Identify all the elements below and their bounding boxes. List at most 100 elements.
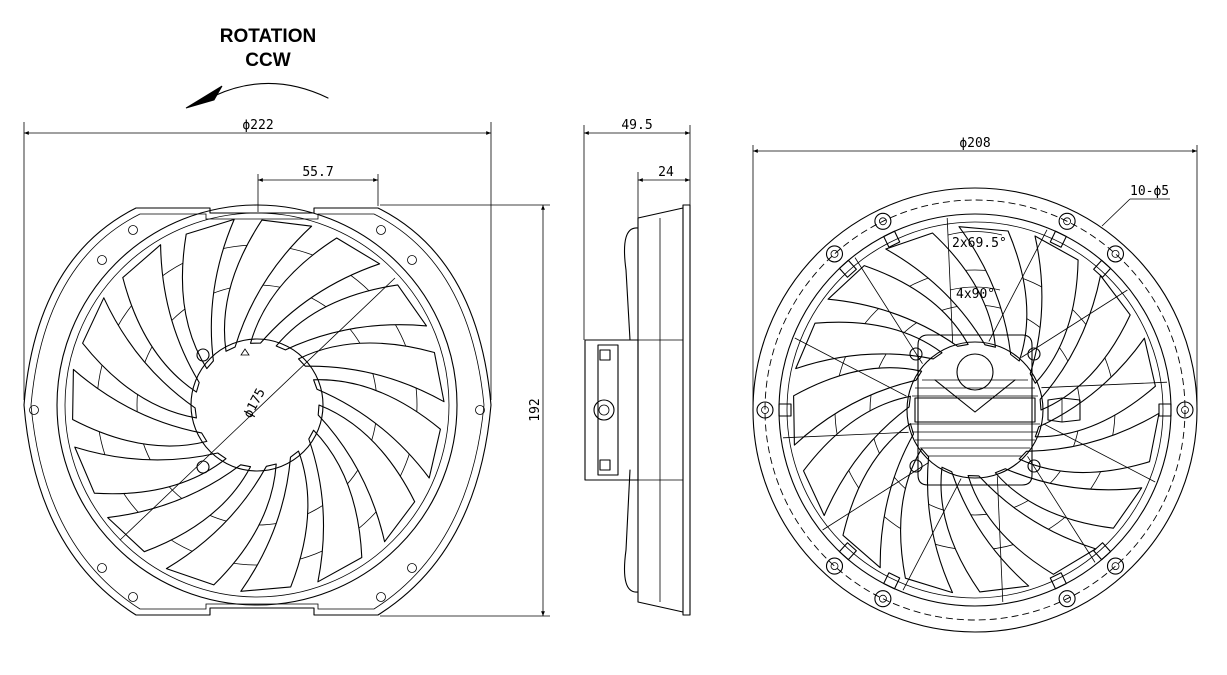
rotation-annotation: ROTATION CCW — [185, 26, 329, 109]
rear-guard-spoke — [902, 478, 962, 591]
angle-b-label: 4x90° — [956, 287, 995, 302]
rear-guard-spoke — [1043, 423, 1156, 483]
rear-blade — [900, 448, 954, 594]
rear-blade — [940, 466, 1030, 593]
side-view: 49.5 24 — [583, 118, 691, 616]
rear-guard-spoke — [782, 431, 909, 439]
front-blade — [72, 368, 208, 447]
rear-overall-diameter-label: ϕ208 — [959, 136, 990, 151]
rear-clip — [883, 572, 901, 590]
rear-bolt-circle — [764, 199, 1186, 621]
rear-clip — [1158, 403, 1172, 417]
front-blade — [240, 450, 309, 592]
rear-clip — [838, 259, 857, 278]
front-blade — [317, 404, 416, 543]
rear-blade — [958, 226, 1028, 362]
rear-guard-spoke — [854, 257, 923, 364]
rear-guard-spoke — [1041, 381, 1168, 389]
rotation-direction-label: CCW — [245, 50, 290, 71]
front-blade — [313, 379, 441, 479]
rear-blade — [795, 321, 943, 370]
rear-clip — [883, 230, 901, 248]
rear-guard-spoke — [988, 229, 1048, 342]
front-mounting-holes — [29, 225, 485, 602]
front-blade — [223, 219, 313, 352]
rear-motor-bolt-br — [1027, 459, 1041, 473]
rear-guard-spoke — [1027, 456, 1096, 563]
rear-mounting-hole — [879, 594, 887, 603]
rear-mounting-lug — [874, 212, 892, 230]
rear-blade — [994, 468, 1143, 529]
rear-guard-spokes — [782, 217, 1168, 603]
rear-clip — [1093, 542, 1112, 561]
rear-clip — [778, 403, 792, 417]
rear-motor-bolt-bl — [909, 459, 923, 473]
rear-mounting-lug — [756, 401, 774, 419]
front-blade — [297, 342, 445, 403]
front-flange — [23, 207, 492, 616]
angle-a-label: 2x69.5° — [952, 236, 1007, 251]
rear-guard-spoke — [822, 462, 929, 531]
front-blade — [82, 297, 197, 419]
front-shroud-ring — [64, 212, 450, 598]
rear-motor-plate — [917, 334, 1033, 486]
rear-motor-bolt-tr — [1027, 347, 1041, 361]
side-bolt-bottom — [599, 459, 611, 471]
rear-guard-spoke — [946, 217, 954, 344]
rear-mounting-lug — [1058, 212, 1076, 230]
rear-guard-spoke — [794, 337, 907, 397]
rear-mounting-lug — [825, 245, 844, 263]
rear-mounting-hole — [1111, 249, 1120, 258]
front-view: ϕ175 ϕ222 55.7 192 — [23, 118, 550, 617]
rotation-arrowhead — [185, 85, 223, 109]
rear-mounting-hole — [1063, 594, 1071, 603]
rear-mounting-hole — [830, 249, 839, 258]
front-blade — [249, 237, 381, 344]
front-hub-marker — [240, 348, 250, 356]
rear-mounting-lug — [1106, 557, 1125, 575]
rear-mounting-lug — [1058, 590, 1076, 608]
rear-clip — [1093, 259, 1112, 278]
rear-mounting-lug — [1176, 401, 1194, 419]
rear-motor-bolt-tl — [909, 347, 923, 361]
rear-mounting-lug — [874, 590, 892, 608]
rear-guard-spoke — [1021, 289, 1128, 358]
rear-terminal-cap — [956, 353, 994, 391]
rear-motor-label-plate — [914, 397, 1036, 423]
rear-blade — [885, 232, 996, 348]
angle-b-arc — [949, 286, 1001, 291]
holes-leader — [1101, 198, 1131, 227]
overall-depth-label: 49.5 — [621, 118, 652, 133]
rear-blade — [842, 423, 915, 569]
rear-clip — [838, 542, 857, 561]
rear-clip — [1049, 230, 1067, 248]
rotation-arrow — [213, 82, 329, 99]
front-blade — [122, 244, 200, 393]
front-blade — [181, 218, 235, 370]
front-flange-inner — [30, 213, 485, 610]
rear-mounting-hole — [830, 562, 839, 570]
rear-motor-housing — [906, 341, 1044, 479]
shroud-depth-label: 24 — [658, 165, 674, 180]
rear-mounting-hole — [1181, 406, 1189, 414]
rear-mounting-hole — [1111, 562, 1120, 570]
rear-outer-ring — [752, 187, 1198, 633]
side-shroud-body — [637, 207, 684, 613]
front-impeller-blades — [72, 218, 445, 592]
front-blade — [275, 284, 428, 351]
rotation-label: ROTATION — [220, 26, 316, 47]
rear-clip — [1049, 572, 1067, 590]
angle-a-arc — [947, 231, 1003, 236]
rear-blade — [827, 265, 969, 347]
front-hub — [190, 338, 324, 472]
rear-guard-spoke — [996, 476, 1004, 603]
mounting-holes-label: 10-ϕ5 — [1130, 184, 1169, 199]
side-bolt-top — [599, 349, 611, 361]
front-blade — [308, 429, 363, 583]
slot-spacing-label: 55.7 — [302, 165, 333, 180]
rear-impeller-blades — [793, 226, 1160, 594]
front-blade — [107, 464, 252, 553]
side-cable-gland — [593, 399, 615, 421]
rear-shroud-inner — [786, 221, 1164, 599]
